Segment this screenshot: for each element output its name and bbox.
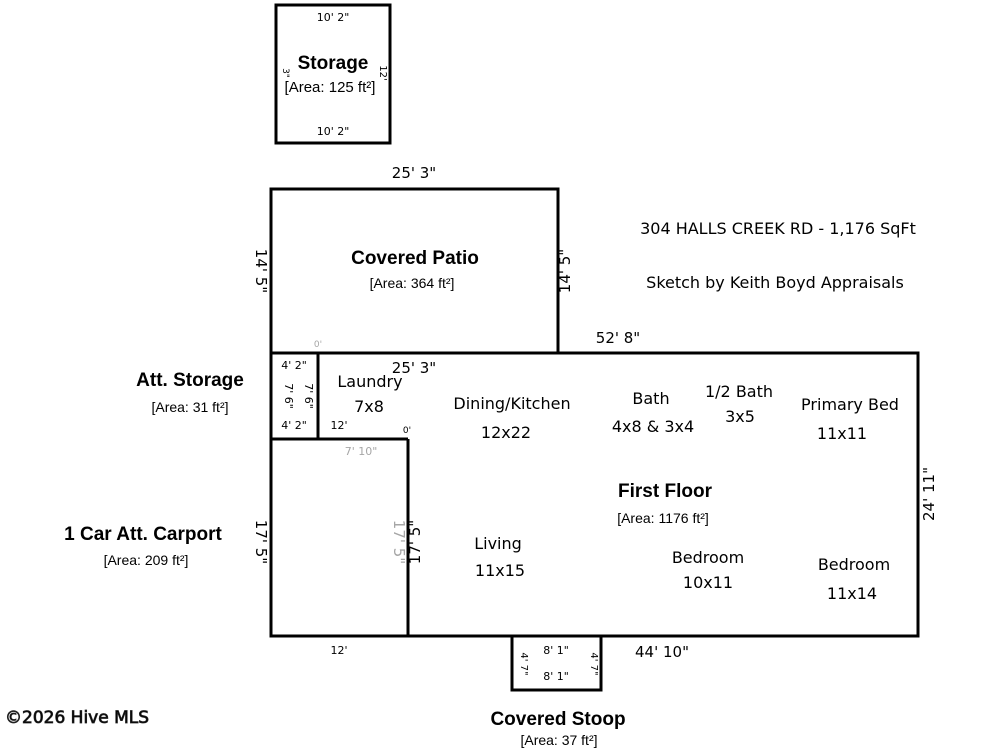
room-size-half-bath: 3x5 [725, 407, 755, 426]
patio-top-dimension: 25' 3" [392, 164, 436, 182]
carport-inner-top-dimension: 12' [330, 419, 347, 432]
storage-top-dimension: 10' 2" [317, 11, 350, 24]
first-floor-title: First Floor [618, 481, 713, 502]
storage-outline [274, 3, 392, 145]
storage-left-dimension: 3" [280, 68, 290, 78]
patio-area: [Area: 364 ft²] [370, 275, 455, 291]
att-storage-left-dimension: 7' 6" [282, 383, 295, 409]
room-size-dining-kitchen: 12x22 [481, 423, 531, 442]
patio-bottom-dimension: 25' 3" [392, 359, 436, 377]
att-storage-bottom-dimension: 4' 2" [281, 419, 307, 432]
storage-right-dimension: 12' [377, 65, 388, 80]
carport-zero-dimension: 0' [403, 426, 411, 436]
room-size-living: 11x15 [475, 561, 525, 580]
carport-area: [Area: 209 ft²] [104, 552, 189, 568]
stoop-title: Covered Stoop [490, 709, 625, 730]
main-house-outline [269, 351, 920, 638]
room-name-dining-kitchen: Dining/Kitchen [453, 394, 570, 413]
room-size-laundry: 7x8 [354, 397, 384, 416]
room-size-bath: 4x8 & 3x4 [612, 417, 694, 436]
room-name-half-bath: 1/2 Bath [705, 382, 773, 401]
address-label: 304 HALLS CREEK RD - 1,176 SqFt [640, 219, 916, 238]
stoop-area: [Area: 37 ft²] [520, 732, 597, 748]
patio-right-dimension: 14' 5" [556, 249, 574, 293]
room-name-primary-bed: Primary Bed [801, 395, 899, 414]
house-top-dimension: 52' 8" [596, 329, 640, 347]
room-name-bedroom-1: Bedroom [672, 548, 744, 567]
room-size-bedroom-2: 11x14 [827, 584, 877, 603]
stoop-top-dimension: 8' 1" [543, 644, 569, 657]
house-right-dimension: 24' 11" [920, 467, 938, 521]
house-bottom-dimension: 44' 10" [635, 643, 689, 661]
storage-bottom-dimension: 10' 2" [317, 125, 350, 138]
room-size-bedroom-1: 10x11 [683, 573, 733, 592]
room-name-bedroom-2: Bedroom [818, 555, 890, 574]
att-storage-right-dimension: 7' 6" [302, 383, 315, 409]
room-size-primary-bed: 11x11 [817, 424, 867, 443]
stoop-left-dimension: 4' 7" [518, 652, 529, 675]
carport-title: 1 Car Att. Carport [64, 524, 222, 545]
carport-left-dimension: 17' 5" [252, 520, 270, 564]
carport-right-dimension: 17' 5" [406, 520, 424, 564]
carport-inner-right-dimension: 17' 5" [390, 520, 408, 564]
credit-label: Sketch by Keith Boyd Appraisals [646, 273, 904, 292]
storage-area: [Area: 125 ft²] [285, 79, 376, 96]
storage-title: Storage [298, 53, 369, 74]
room-name-bath: Bath [632, 389, 669, 408]
first-floor-area: [Area: 1176 ft²] [617, 510, 709, 526]
room-name-living: Living [474, 534, 522, 553]
mls-watermark: ©2026 Hive MLS [5, 708, 149, 728]
patio-zero-dimension: 0' [314, 340, 322, 350]
carport-bottom-dimension: 12' [330, 644, 347, 657]
covered-stoop-outline [510, 636, 603, 692]
patio-left-dimension: 14' 5" [252, 249, 270, 293]
stoop-bottom-dimension: 8' 1" [543, 670, 569, 683]
att-storage-top-dimension: 4' 2" [281, 359, 307, 372]
att-storage-area: [Area: 31 ft²] [151, 399, 228, 415]
room-name-laundry: Laundry [337, 372, 402, 391]
stoop-right-dimension: 4' 7" [588, 652, 599, 675]
covered-patio-outline [269, 187, 560, 353]
carport-top-dimension: 7' 10" [345, 445, 378, 458]
att-storage-title: Att. Storage [136, 370, 244, 391]
patio-title: Covered Patio [351, 248, 479, 269]
